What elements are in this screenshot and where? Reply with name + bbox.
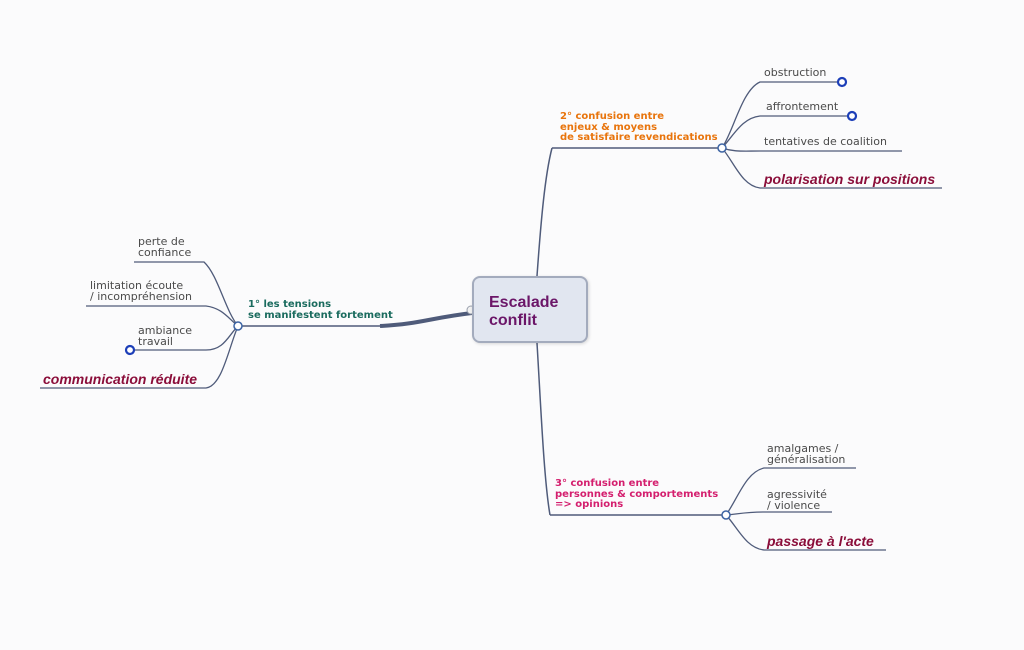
link-obstruction — [721, 81, 842, 149]
node-amalgames[interactable]: amalgames / généralisation — [767, 442, 846, 466]
node-affrontement[interactable]: affrontement — [766, 100, 839, 113]
branch-3-node-circle — [721, 510, 731, 520]
link-root-branch-3 — [536, 342, 551, 516]
link-limitation-ecoute — [86, 305, 239, 327]
branch-1-node-circle — [233, 321, 243, 331]
ambiance-travail-link-icon — [124, 344, 136, 356]
node-polarisation-sur-positions[interactable]: polarisation sur positions — [764, 171, 936, 187]
node-ambiance-travail[interactable]: ambiance travail — [138, 324, 193, 348]
branch-2-label[interactable]: 2° confusion entre enjeux & moyens de sa… — [560, 111, 718, 143]
node-agressivite[interactable]: agressivité / violence — [767, 488, 827, 512]
link-tentatives-coalition — [721, 147, 902, 152]
branch-2-node-circle — [717, 143, 727, 153]
link-root-branch-1 — [379, 311, 473, 328]
link-agressivite — [725, 511, 832, 516]
node-perte-de-confiance[interactable]: perte de confiance — [138, 235, 192, 259]
obstruction-link-icon — [836, 76, 848, 88]
link-passage-acte — [725, 514, 886, 551]
node-obstruction[interactable]: obstruction — [764, 66, 827, 79]
node-limitation-ecoute[interactable]: limitation écoute / incompréhension — [90, 279, 192, 303]
root-node-label: Escalade conflit — [489, 294, 559, 329]
link-root-branch-2 — [536, 147, 553, 277]
link-polarisation — [721, 147, 942, 189]
root-node[interactable]: Escalade conflit — [472, 276, 588, 343]
link-amalgames — [725, 467, 856, 516]
branch-1-label[interactable]: 1° les tensions se manifestent fortement — [248, 299, 393, 321]
link-communication-reduite — [40, 325, 239, 389]
node-tentatives-coalition[interactable]: tentatives de coalition — [764, 135, 887, 148]
affrontement-link-icon — [846, 110, 858, 122]
link-perte-de-confiance — [134, 261, 239, 327]
node-passage-a-l-acte[interactable]: passage à l'acte — [767, 533, 874, 549]
branch-3-label[interactable]: 3° confusion entre personnes & comportem… — [555, 478, 719, 510]
link-affrontement — [721, 115, 852, 149]
node-communication-reduite[interactable]: communication réduite — [43, 371, 198, 387]
